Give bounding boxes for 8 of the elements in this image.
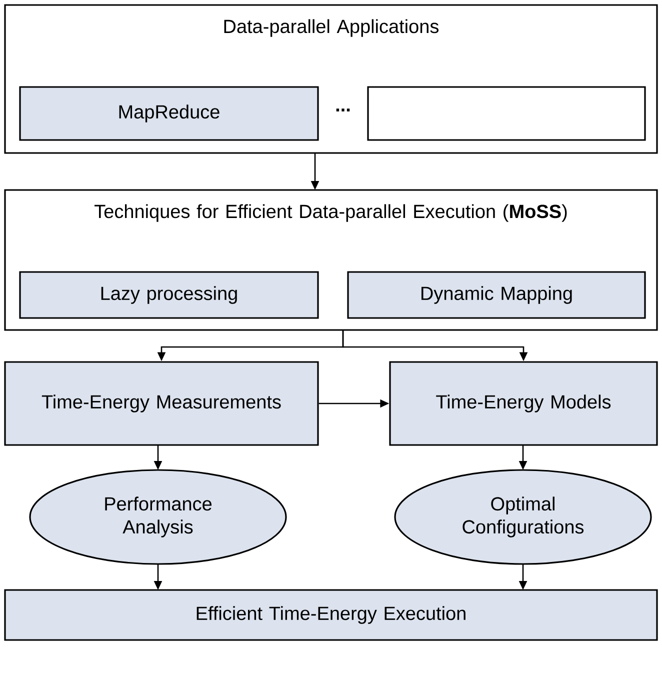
- process-box: Lazy processing: [19, 271, 319, 319]
- process-box: Dynamic Mapping: [347, 271, 646, 319]
- process-box: Time-Energy Models: [389, 361, 658, 446]
- process-box: Efficient Time-Energy Execution: [4, 589, 658, 641]
- process-box: MapReduce: [19, 86, 319, 141]
- process-box: Time-Energy Measurements: [4, 361, 319, 446]
- ellipsis-label: ...: [336, 108, 350, 112]
- process-box: [367, 86, 646, 141]
